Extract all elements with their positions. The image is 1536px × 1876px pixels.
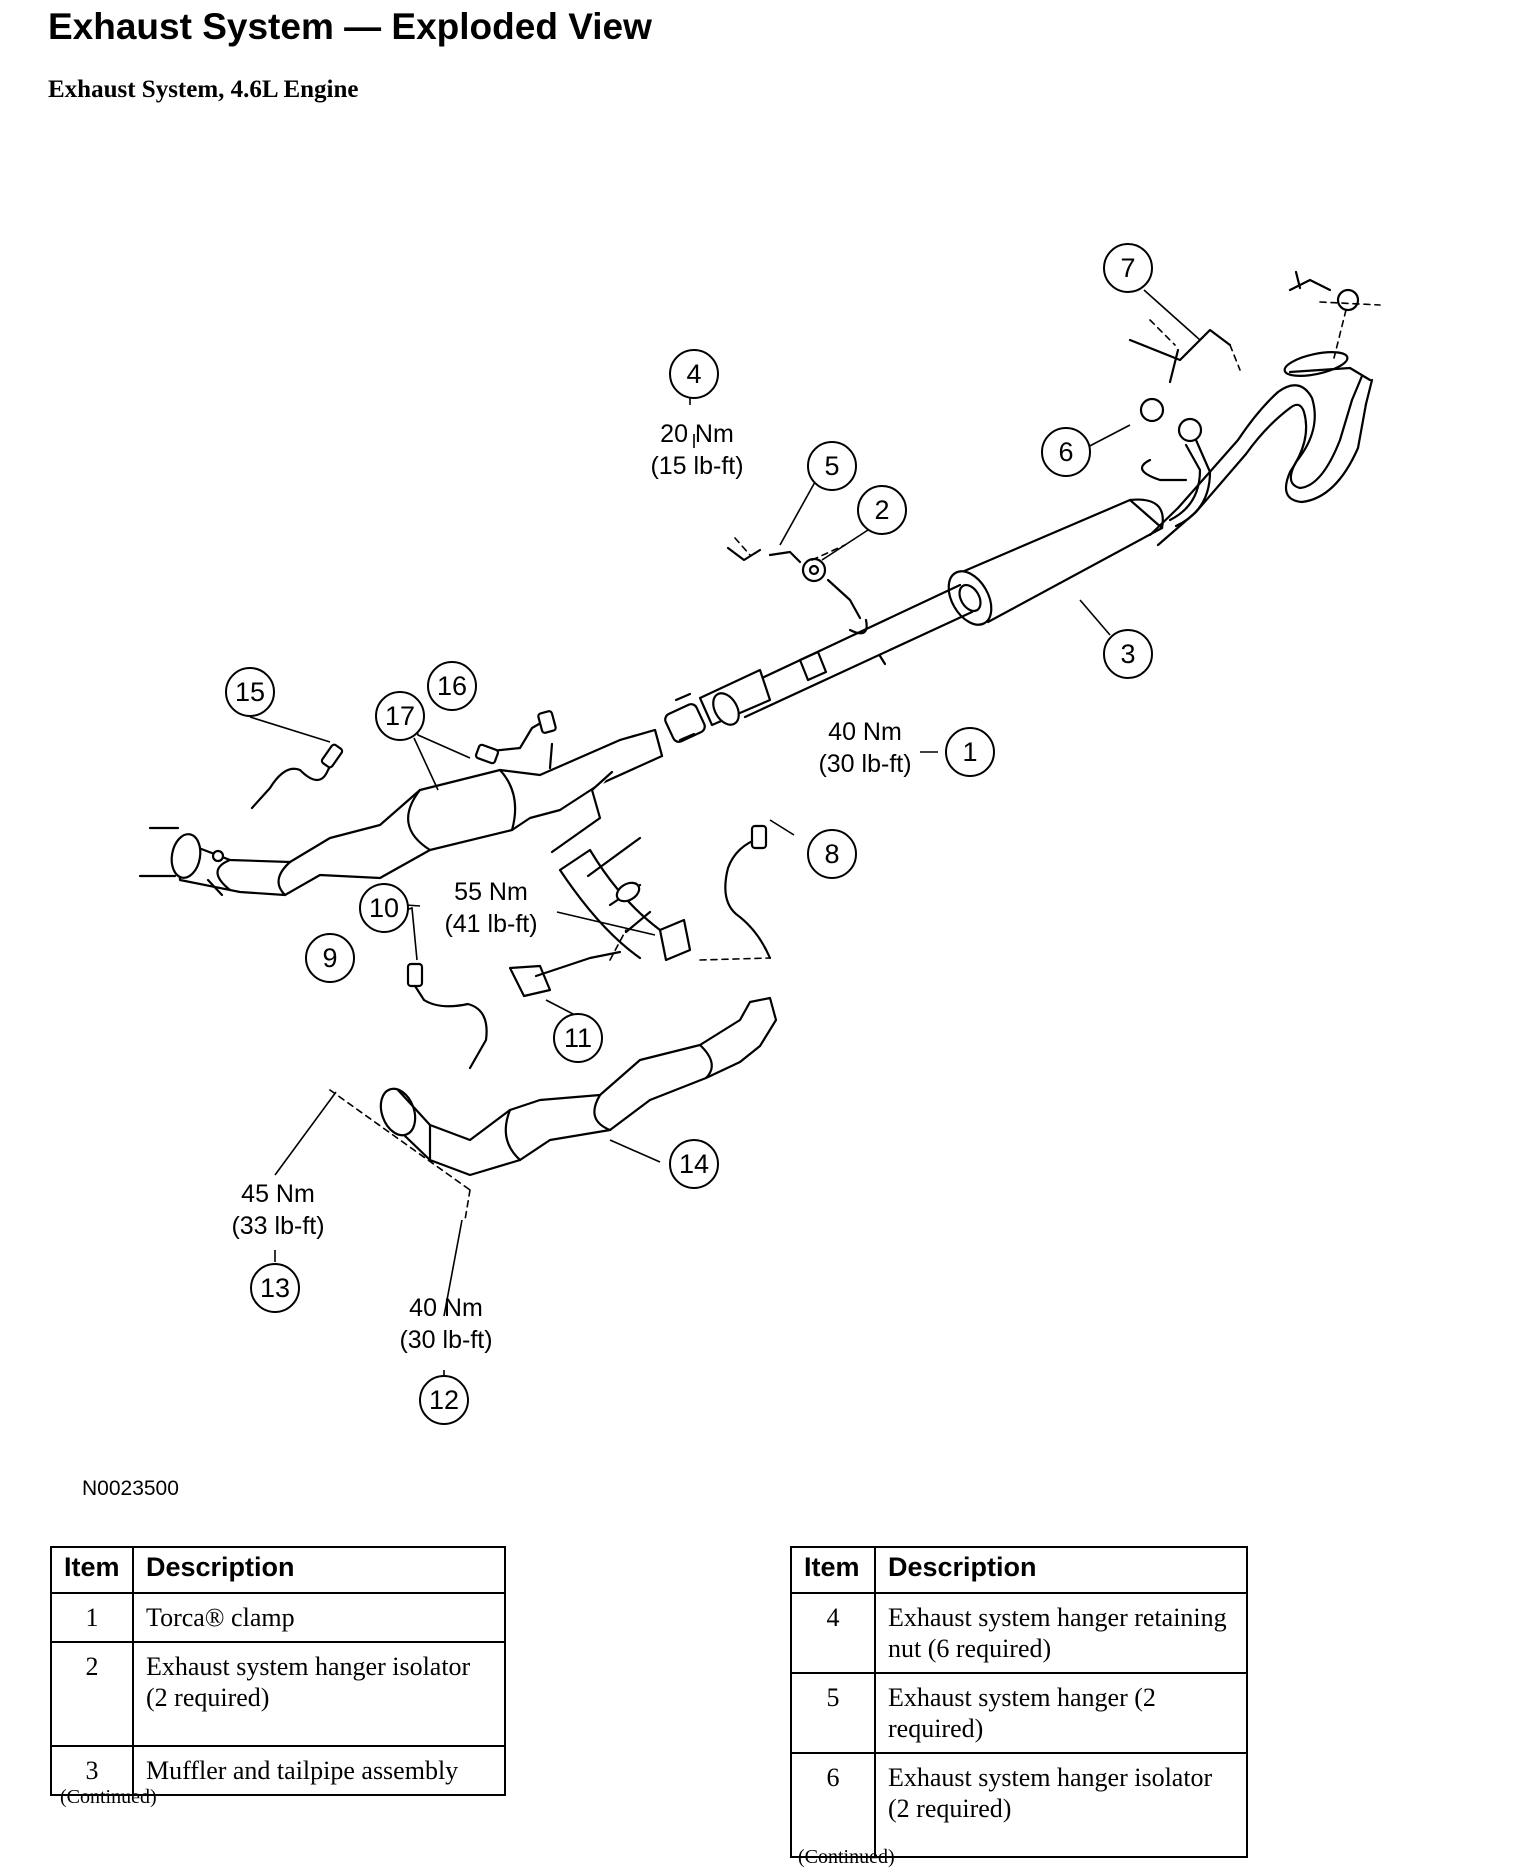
callout-7: 7 [1120,253,1135,283]
item-description: Exhaust system hanger (2 required) [874,1672,1248,1754]
callout-16: 16 [437,671,467,701]
callout-13: 13 [260,1273,290,1303]
item-description: Exhaust system hanger isolator (2 requir… [874,1752,1248,1858]
exploded-view-diagram: 1 2 3 4 5 6 7 8 9 10 11 12 13 14 15 16 1… [82,243,1381,1500]
torque-item4-lbft: (15 lb-ft) [650,452,743,480]
alignment-lines [329,301,1381,1221]
page-subtitle: Exhaust System, 4.6L Engine [48,76,359,103]
callout-circle-10 [359,883,409,933]
torque-item10-nm: 55 Nm [454,878,528,906]
callout-circle-5 [807,441,857,491]
callout-4: 4 [686,359,701,389]
callout-circle-13 [250,1263,300,1313]
callout-circle-15 [225,667,275,717]
intermediate-pipe [698,583,974,727]
callout-circle-6 [1041,427,1091,477]
table-row: 1 Torca® clamp [50,1592,506,1643]
table-header-row: Item Description [790,1546,1248,1594]
callout-9: 9 [322,943,337,973]
callout-6: 6 [1058,437,1073,467]
callout-11: 11 [564,1023,592,1053]
column-header-description: Description [874,1546,1248,1594]
torque-item4-nm: 20 Nm [660,420,734,448]
callout-circle-11 [553,1013,603,1063]
torque-item1-nm: 40 Nm [828,718,902,746]
column-header-description: Description [132,1546,506,1594]
column-header-item: Item [50,1546,134,1594]
torque-item13-lbft: (33 lb-ft) [231,1212,324,1240]
torque-item1-lbft: (30 lb-ft) [818,750,911,778]
torque-item10-lbft: (41 lb-ft) [444,910,537,938]
upper-catalytic-converter [138,710,664,897]
table-row: 2 Exhaust system hanger isolator (2 requ… [50,1641,506,1747]
item-number: 1 [50,1592,134,1643]
torca-clamp [664,692,706,743]
callout-circle-12 [419,1375,469,1425]
table-row: 4 Exhaust system hanger retaining nut (6… [790,1592,1248,1674]
callout-1: 1 [962,737,977,767]
callout-2: 2 [874,495,889,525]
item-description: Torca® clamp [132,1592,506,1643]
muffler-tailpipe-assembly [947,351,1374,626]
parts-table-left: Item Description 1 Torca® clamp 2 Exhaus… [50,1546,506,1796]
item-number: 3 [50,1745,134,1796]
callout-circle-17 [375,691,425,741]
item-description: Muffler and tailpipe assembly [132,1745,506,1796]
item-description: Exhaust system hanger retaining nut (6 r… [874,1592,1248,1674]
callout-10: 10 [369,893,399,923]
callout-circle-7 [1103,243,1153,293]
item-number: 4 [790,1592,876,1674]
torque-item13-nm: 45 Nm [241,1180,315,1208]
torque-item12-nm: 40 Nm [409,1294,483,1322]
callout-circle-16 [427,661,477,711]
callout-circle-1 [945,727,995,777]
table-row: 3 Muffler and tailpipe assembly [50,1745,506,1796]
callout-8: 8 [824,839,839,869]
callout-circle-9 [305,933,355,983]
hangers-and-isolators [726,270,1360,620]
continued-note-left: (Continued) [60,1786,157,1808]
callout-circles [225,243,1153,1425]
callout-circle-3 [1103,629,1153,679]
callout-circle-2 [857,485,907,535]
callout-17: 17 [385,701,415,731]
callout-circle-4 [669,349,719,399]
table-row: 5 Exhaust system hanger (2 required) [790,1672,1248,1754]
callout-14: 14 [679,1149,709,1179]
callout-circle-8 [807,829,857,879]
torque-item12-lbft: (30 lb-ft) [399,1326,492,1354]
item-description: Exhaust system hanger isolator (2 requir… [132,1641,506,1747]
page-title: Exhaust System — Exploded View [48,6,652,47]
callout-circle-14 [669,1139,719,1189]
parts-table-right: Item Description 4 Exhaust system hanger… [790,1546,1248,1858]
callout-5: 5 [824,451,839,481]
callout-12: 12 [429,1385,459,1415]
torque-specs: 20 Nm (15 lb-ft) 40 Nm (30 lb-ft) 55 Nm … [231,420,911,1354]
table-row: 6 Exhaust system hanger isolator (2 requ… [790,1752,1248,1858]
figure-id: N0023500 [82,1477,179,1500]
callout-15: 15 [235,677,265,707]
item-number: 6 [790,1752,876,1858]
continued-note-right: (Continued) [798,1846,895,1868]
column-header-item: Item [790,1546,876,1594]
callout-numbers: 1 2 3 4 5 6 7 8 9 10 11 12 13 14 15 16 1… [235,253,1136,1415]
callout-3: 3 [1120,639,1135,669]
item-number: 5 [790,1672,876,1754]
item-number: 2 [50,1641,134,1747]
table-header-row: Item Description [50,1546,506,1594]
